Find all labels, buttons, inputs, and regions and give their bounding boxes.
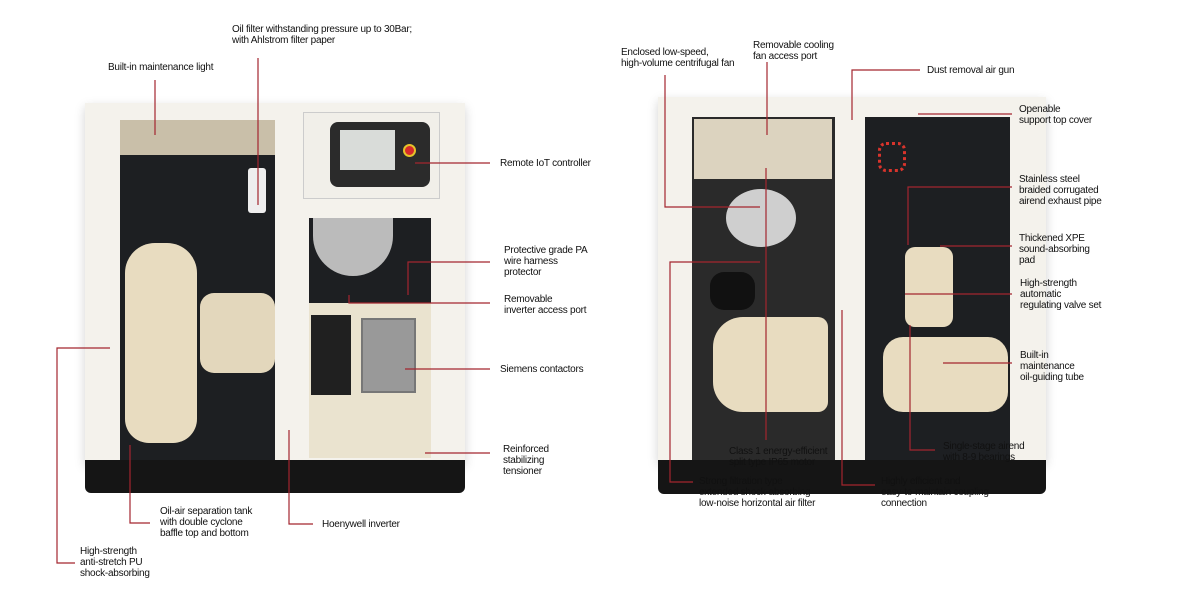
left-compressor-image xyxy=(85,103,465,493)
airend xyxy=(883,337,1008,412)
callout-exhaust-pipe: Stainless steel braided corrugated airen… xyxy=(1019,174,1102,207)
base xyxy=(85,460,465,493)
fan-housing xyxy=(694,119,832,179)
callout-centrifugal-fan: Enclosed low-speed, high-volume centrifu… xyxy=(621,47,735,69)
callout-iot-controller: Remote IoT controller xyxy=(500,158,591,169)
callout-inverter-port: Removable inverter access port xyxy=(504,294,587,316)
separation-tank xyxy=(125,243,197,443)
callout-air-gun: Dust removal air gun xyxy=(927,65,1015,76)
callout-airend: Single-stage airend with 8-9 bearings xyxy=(943,441,1025,463)
separator-tank xyxy=(905,247,953,327)
air-filter xyxy=(710,272,755,310)
centrifugal-fan xyxy=(726,189,796,247)
airend xyxy=(200,293,275,373)
callout-contactors: Siemens contactors xyxy=(500,364,584,375)
callout-pu-shock: High-strength anti-stretch PU shock-abso… xyxy=(80,546,150,579)
center-pillar xyxy=(275,113,303,463)
callout-maintenance-light: Built-in maintenance light xyxy=(108,62,214,73)
air-gun-hose xyxy=(878,142,906,172)
callout-inverter: Hoenywell inverter xyxy=(322,519,400,530)
callout-tensioner: Reinforced stabilizing tensioner xyxy=(503,444,549,477)
ceiling xyxy=(120,120,275,155)
callout-air-filter: Strong filtration type extended shock-ab… xyxy=(699,476,816,509)
callout-oil-filter: Oil filter withstanding pressure up to 3… xyxy=(232,24,412,46)
oil-filter xyxy=(248,168,266,213)
callout-wire-harness: Protective grade PA wire harness protect… xyxy=(504,245,588,278)
callout-valve-set: High-strength automatic regulating valve… xyxy=(1020,278,1102,311)
callout-motor: Class 1 energy-efficient split type IP65… xyxy=(729,446,828,468)
callout-coupling: Highly efficient and easy-to-maintain co… xyxy=(881,476,989,509)
inverter xyxy=(311,315,351,395)
callout-xpe-pad: Thickened XPE sound-absorbing pad xyxy=(1019,233,1090,266)
contactor-box xyxy=(361,318,416,393)
controller-display xyxy=(340,130,395,170)
callout-fan-port: Removable cooling fan access port xyxy=(753,40,834,62)
right-compressor-image xyxy=(658,97,1046,494)
emergency-stop-icon xyxy=(403,144,416,157)
callout-separation-tank: Oil-air separation tank with double cycl… xyxy=(160,506,253,539)
motor xyxy=(713,317,828,412)
callout-top-cover: Openable support top cover xyxy=(1019,104,1093,126)
callout-oil-tube: Built-in maintenance oil-guiding tube xyxy=(1020,350,1084,383)
center-pillar xyxy=(835,107,865,462)
